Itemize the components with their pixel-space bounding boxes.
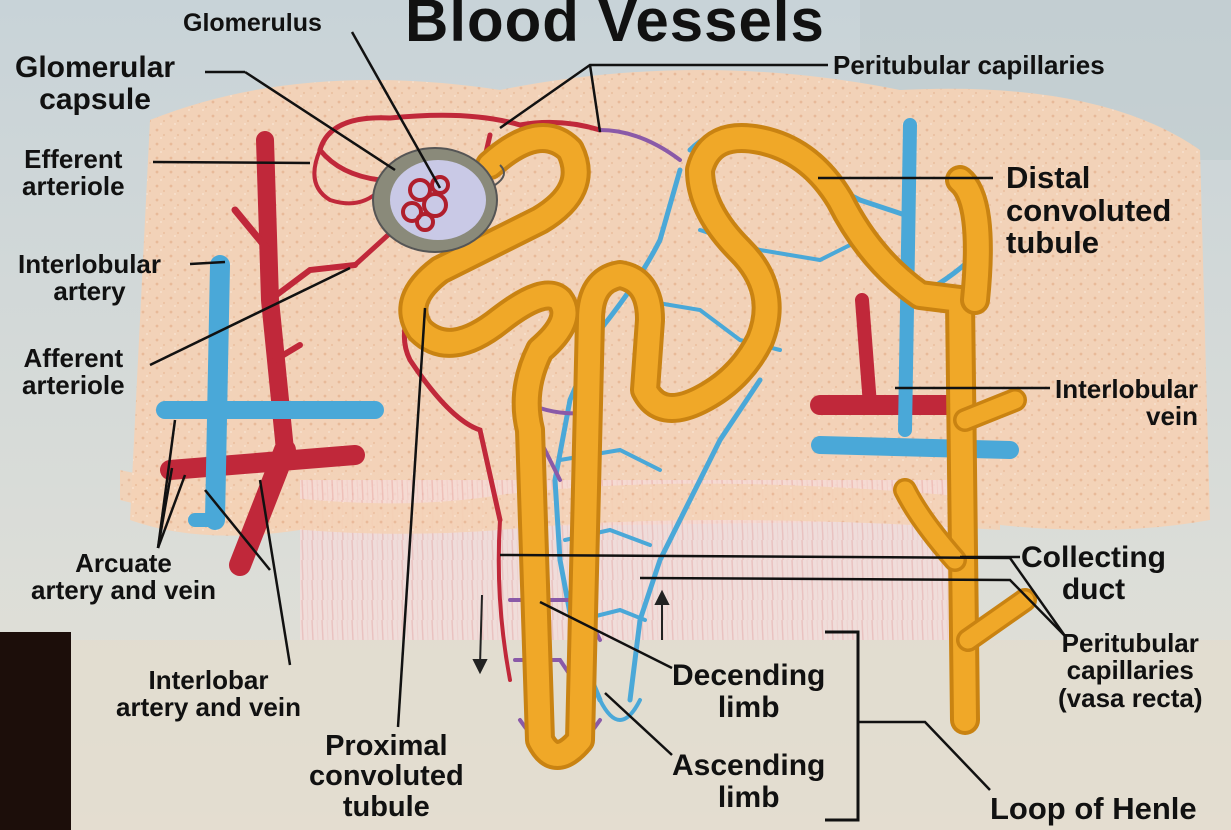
label-vasa-recta: Peritubular capillaries (vasa recta) [1058,630,1203,712]
label-interlobar: Interlobar artery and vein [116,667,301,722]
label-peritubular-capillaries: Peritubular capillaries [833,52,1105,79]
dark-corner-block [0,632,71,830]
label-arcuate: Arcuate artery and vein [31,550,216,605]
label-afferent-arteriole: Afferent arteriole [22,345,125,400]
label-glomerulus: Glomerulus [183,10,322,36]
label-distal-tubule: Distal convoluted tubule [1006,162,1171,260]
label-ascending-limb: Ascending limb [672,750,825,813]
label-collecting-duct: Collecting duct [1021,542,1166,605]
label-interlobular-vein: Interlobular vein [1055,376,1198,431]
label-efferent-arteriole: Efferent arteriole [22,146,125,201]
label-proximal-tubule: Proximal convoluted tubule [309,731,464,822]
label-loop-of-henle: Loop of Henle [990,793,1197,826]
label-glomerular-capsule: Glomerular capsule [15,52,175,115]
label-descending-limb: Decending limb [672,660,825,723]
diagram-title: Blood Vessels [405,0,825,55]
label-interlobular-artery: Interlobular artery [18,251,161,306]
